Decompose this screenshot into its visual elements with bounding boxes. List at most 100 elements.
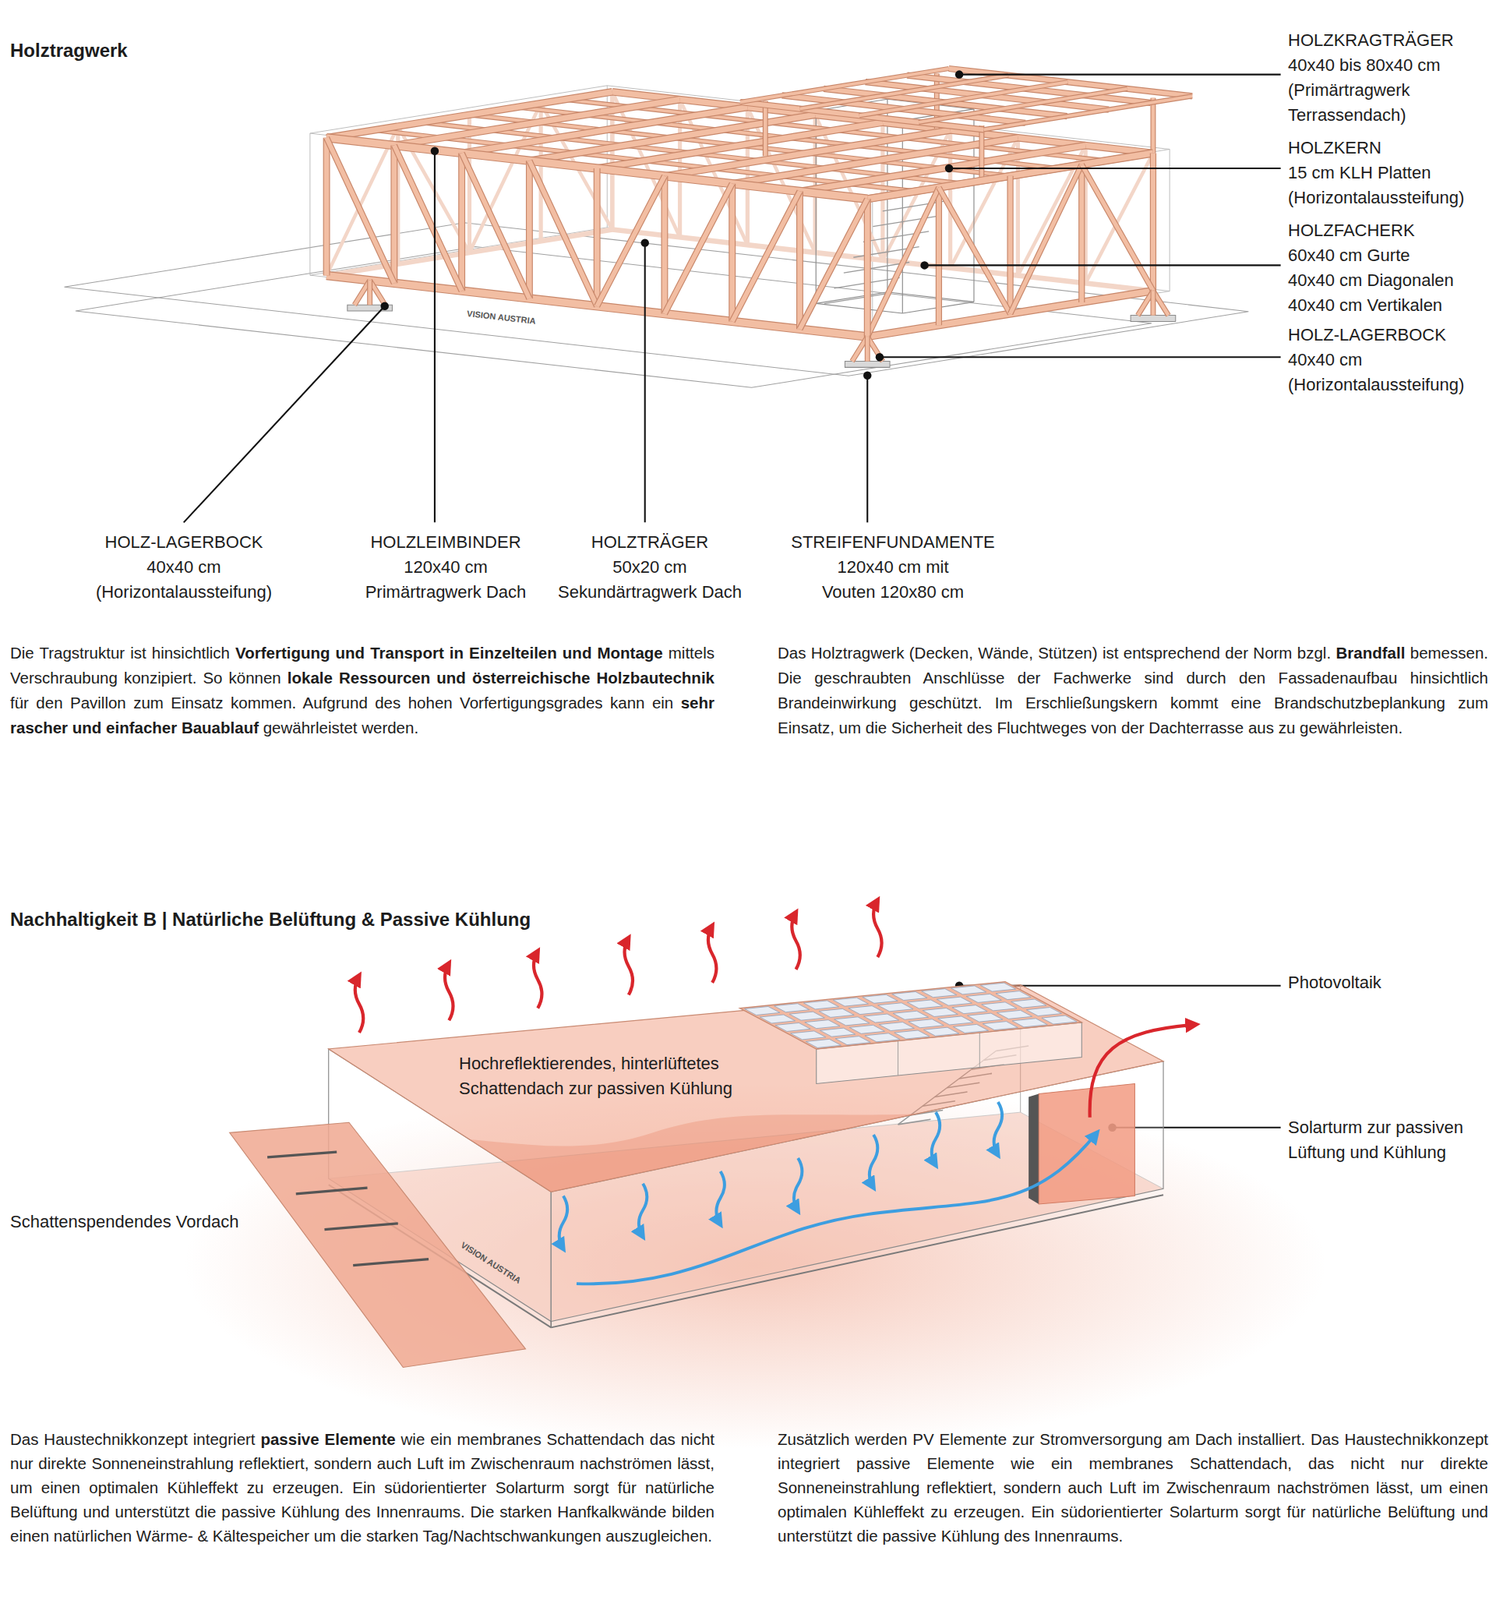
pv-cell — [1026, 1007, 1062, 1017]
beam-edge — [390, 145, 398, 284]
beam-edge — [918, 88, 1128, 123]
body-text: passive Elemente — [260, 1429, 401, 1448]
callout-label: Hochreflektierendes, hinterlüftetes Scha… — [458, 1051, 802, 1101]
body-text-group: Das Haustechnikkonzept integriertpassive… — [10, 1426, 715, 1548]
canopy-rod — [267, 1151, 337, 1158]
timber-beam — [732, 190, 801, 322]
beam-edge — [859, 81, 1069, 116]
leader-line — [183, 306, 385, 523]
callout-label: 40x40 cm — [59, 554, 309, 580]
timber-beam — [526, 160, 533, 299]
beam-edge — [596, 176, 665, 307]
timber-beam — [1079, 164, 1084, 303]
callout-label-group: Photovoltaik — [1287, 970, 1493, 995]
pv-cell — [938, 1016, 974, 1025]
timber-beam — [1150, 152, 1156, 291]
pv-cell — [952, 1023, 988, 1033]
body-text: für den Pavillon zum Einsatz kommen. Auf… — [10, 693, 681, 712]
hidden-beam — [1085, 152, 1154, 283]
body-text: lokale Ressourcen und österreichische Ho… — [287, 668, 715, 687]
callout-label: 15 cm KLH Platten — [1287, 160, 1493, 186]
timber-beam — [394, 145, 463, 292]
callout-label-group: STREIFENFUNDAMENTE120x40 cm mitVouten 12… — [764, 529, 1022, 605]
cool-air-arrow — [638, 1183, 647, 1237]
body-text: gewährleistet werden. — [263, 718, 419, 737]
beam-edge — [864, 198, 872, 337]
pv-cell — [848, 1005, 884, 1015]
pv-cell — [864, 1033, 900, 1042]
air-flow — [576, 1132, 1098, 1284]
timber-beam — [462, 152, 530, 299]
timber-beam — [865, 336, 870, 361]
pv-cell — [864, 1013, 900, 1023]
beam-edge — [864, 336, 871, 361]
pv-cell — [981, 1002, 1017, 1011]
beam-edge — [1081, 164, 1154, 291]
body-text: Die Tragstruktur ist hinsichtlich — [10, 643, 236, 662]
timber-beam — [980, 125, 985, 181]
pv-cell — [924, 1026, 960, 1036]
beam-edge — [762, 101, 769, 157]
beam-edge — [323, 137, 331, 276]
pv-cell — [952, 1005, 988, 1014]
body-text: Das Haustechnikkonzept integriert — [10, 1429, 261, 1448]
timber-beam — [864, 198, 871, 337]
beam-edge — [728, 183, 736, 322]
callout-label: 40x40 bis 80x40 cm — [1287, 52, 1493, 78]
cool-air-arrow — [716, 1171, 724, 1225]
leader-dot — [640, 238, 649, 247]
callout-label-group: HOLZKERN15 cm KLH Platten(Horizontalauss… — [1287, 135, 1493, 211]
beam-edge — [867, 187, 939, 337]
cool-air-arrow — [869, 1134, 878, 1188]
leader-line — [879, 356, 1281, 358]
beam-edge — [593, 168, 601, 307]
timber-beam — [740, 68, 950, 103]
pv-cell — [878, 1022, 914, 1031]
pv-cell — [995, 991, 1031, 1000]
beam-edge — [796, 190, 804, 329]
callout-label: Vouten 120x80 cm — [764, 579, 1022, 605]
timber-beam — [918, 88, 1128, 123]
pv-cell — [982, 1021, 1018, 1031]
callout-label-group: Hochreflektierendes, hinterlüftetes Scha… — [458, 1051, 802, 1101]
stair-step — [824, 292, 890, 304]
timber-beam — [1081, 164, 1154, 291]
exhaust-arrow — [1090, 1024, 1197, 1118]
timber-beam — [1010, 164, 1083, 314]
pv-cell — [1012, 1018, 1048, 1027]
beam-edge — [732, 190, 801, 322]
leader-lines — [183, 70, 1281, 1132]
heat-arrow — [444, 963, 453, 1020]
timber-beam — [1153, 290, 1169, 315]
pv-cell — [803, 1000, 839, 1010]
section-heading: Holztragwerk — [10, 37, 478, 64]
callout-label: HOLZTRÄGER — [548, 529, 752, 555]
callout-label-group: HOLZLEIMBINDER120x40 cmPrimärtragwerk Da… — [344, 529, 547, 605]
timber-beam — [949, 68, 1193, 96]
callout-label: 120x40 cm — [344, 554, 547, 580]
pv-cell — [1011, 998, 1047, 1008]
beam-edge — [525, 160, 533, 299]
timber-beam — [324, 137, 330, 276]
leader-dot — [381, 302, 389, 311]
leader-dot — [955, 70, 964, 78]
callout-label-group: HOLZKRAGTRÄGER40x40 bis 80x40 cm(Primärt… — [1287, 28, 1493, 128]
body-text: Das Holztragwerk (Decken, Wände, Stützen… — [777, 643, 1337, 662]
body-text: Zusätzlich werden PV Elemente zur Stromv… — [777, 1429, 1489, 1545]
heat-arrow — [624, 937, 633, 995]
timber-beam — [763, 101, 768, 157]
timber-beam — [662, 176, 668, 315]
callout-label-group: HOLZ-LAGERBOCK40x40 cm(Horizontalausstei… — [1287, 322, 1493, 398]
leader-line — [924, 264, 1281, 266]
cool-air-arrow — [931, 1111, 940, 1165]
beam-edge — [1150, 152, 1157, 291]
callout-label: (Horizontalaussteifung) — [1287, 185, 1493, 211]
pv-cell — [804, 1019, 840, 1029]
callout-label: Photovoltaik — [1287, 970, 1493, 995]
beam-edge — [660, 176, 668, 315]
site-plane — [64, 222, 1250, 376]
callout-label: STREIFENFUNDAMENTE — [764, 529, 1022, 555]
timber-beam — [370, 280, 386, 305]
cooling-diagram — [183, 899, 1327, 1449]
